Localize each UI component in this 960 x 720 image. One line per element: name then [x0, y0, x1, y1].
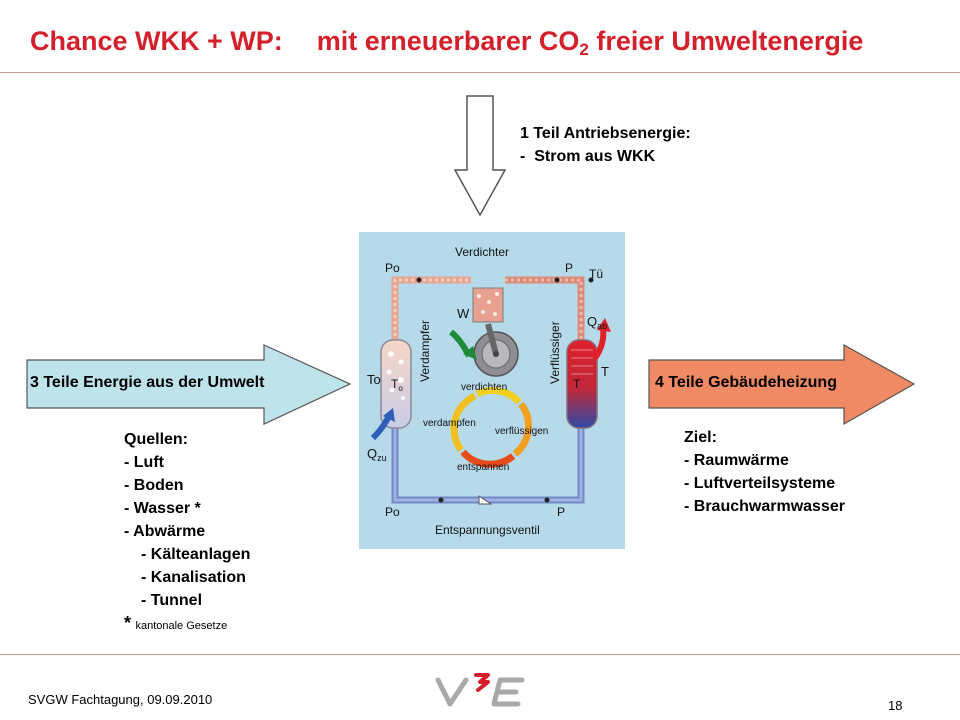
title-subscript: 2: [579, 40, 589, 59]
bottom-divider: [0, 654, 960, 655]
source-subitem: - Kanalisation: [141, 569, 246, 586]
cycle-ring: [450, 387, 532, 468]
cycle-expand-label: entspannen: [457, 462, 509, 473]
source-subitem: - Kälteanlagen: [141, 546, 251, 563]
source-item: - Abwärme: [124, 523, 206, 540]
input-energy-line2: - Strom aus WKK: [520, 148, 656, 165]
work-label: W: [457, 306, 470, 321]
input-energy-line1: 1 Teil Antriebsenergie:: [520, 125, 691, 142]
condenser-vessel: [566, 339, 598, 429]
goal-item: - Luftverteilsysteme: [684, 475, 836, 492]
p-high-top-label: P: [565, 261, 573, 275]
goals-heading: Ziel:: [684, 429, 717, 446]
p-low-bottom-label: Po: [385, 505, 400, 519]
page-number: 18: [888, 698, 903, 713]
p-low-top-label: Po: [385, 261, 400, 275]
building-heating-label: 4 Teile Gebäudeheizung: [655, 374, 837, 391]
goals-list: Ziel: - Raumwärme - Luftverteilsysteme -…: [684, 426, 845, 518]
source-item: - Luft: [124, 454, 164, 471]
refrigerant-pipes: [391, 276, 585, 504]
heat-pump-diagram: Verdichter Po P Tü W Qab T To To T Qzu P…: [359, 232, 625, 549]
title-right-post: freier Umweltenergie: [588, 26, 864, 56]
sources-heading: Quellen:: [124, 431, 189, 448]
t-evap-label: To: [391, 377, 403, 393]
source-item: - Wasser *: [124, 500, 201, 517]
title-left: Chance WKK + WP:: [30, 26, 283, 56]
t-high-label: T: [601, 364, 609, 379]
cycle-evaporate-label: verdampfen: [423, 418, 476, 429]
heat-in-label: Qzu: [367, 446, 387, 463]
footer-text: SVGW Fachtagung, 09.09.2010: [28, 692, 213, 707]
goal-item: - Brauchwarmwasser: [684, 498, 845, 515]
t-low-label: To: [367, 372, 381, 387]
environment-energy-label: 3 Teile Energie aus der Umwelt: [30, 374, 265, 391]
environment-energy-arrow: [26, 344, 352, 425]
expansion-valve-icon: [478, 495, 493, 505]
expansion-valve-label: Entspannungsventil: [435, 523, 540, 537]
cycle-condense-label: verflüssigen: [495, 426, 548, 437]
t-cond-label: T: [573, 377, 581, 391]
slide-title: Chance WKK + WP: mit erneuerbarer CO2 fre…: [30, 26, 864, 59]
evaporator-label: Verdampfer: [418, 320, 432, 382]
building-heating-arrow: [648, 344, 916, 426]
goal-item: - Raumwärme: [684, 452, 789, 469]
source-subitem: - Tunnel: [141, 592, 203, 609]
input-energy-arrow: [453, 95, 507, 217]
heat-out-label: Qab: [587, 314, 607, 331]
input-energy-text: 1 Teil Antriebsenergie: - Strom aus WKK: [520, 122, 691, 168]
sources-list: Quellen: - Luft - Boden - Wasser * - Abw…: [124, 428, 250, 638]
source-item: - Boden: [124, 477, 184, 494]
p-high-bottom-label: P: [557, 505, 565, 519]
cycle-compress-label: verdichten: [461, 382, 507, 393]
compressor: [472, 287, 519, 377]
compressor-label: Verdichter: [455, 245, 509, 259]
title-right-pre: mit erneuerbarer CO: [316, 26, 580, 56]
legal-note: * kantonale Gesetze: [124, 613, 228, 633]
v3e-logo-icon: [435, 673, 525, 707]
top-divider: [0, 72, 960, 73]
t-over-label: Tü: [589, 267, 603, 281]
condenser-label: Verflüssiger: [548, 321, 562, 384]
